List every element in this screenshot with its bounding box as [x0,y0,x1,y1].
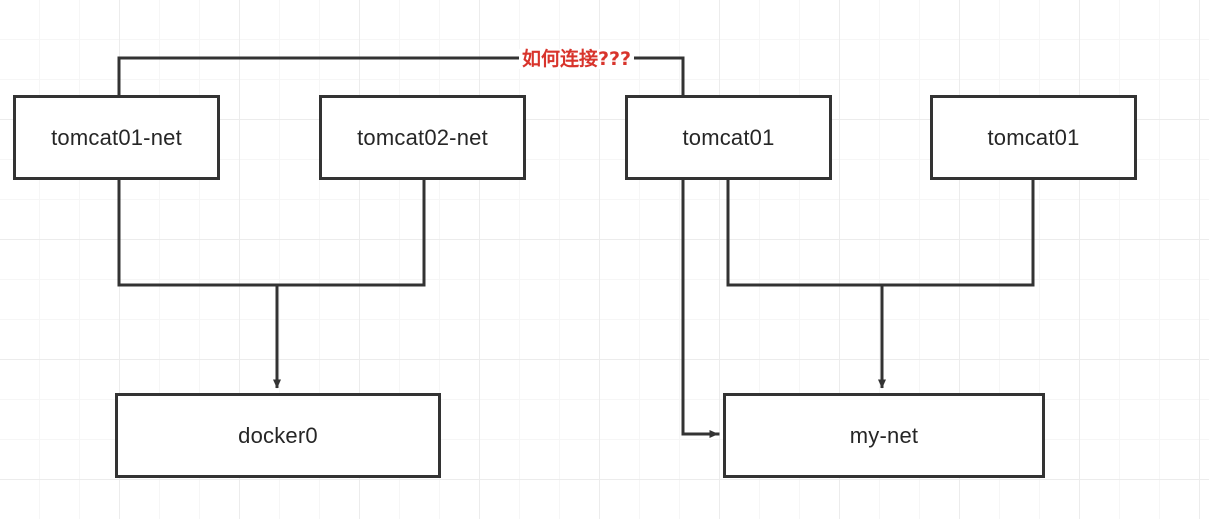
node-label: docker0 [238,422,318,448]
edge-tomcat01a-to-mynet [726,178,884,287]
node-label: my-net [849,422,919,448]
edge-label-how-to-connect: 如何连接??? [519,49,635,69]
node-tomcat01-a[interactable]: tomcat01 [625,95,832,180]
node-tomcat01-net[interactable]: tomcat01-net [13,95,220,180]
node-docker0[interactable]: docker0 [115,393,441,478]
node-tomcat01-b[interactable]: tomcat01 [930,95,1137,180]
node-my-net[interactable]: my-net [723,393,1045,478]
node-label: tomcat01-net [51,124,182,150]
edge-tomcat01net-to-docker0 [117,178,279,287]
edge-tomcat01b-to-mynet [880,178,1035,287]
node-label: tomcat01 [682,124,775,150]
node-label: tomcat01 [987,124,1080,150]
edge-tomcat02net-to-docker0 [275,178,426,287]
edge-tomcat01net-to-mynet [117,56,720,438]
node-tomcat02-net[interactable]: tomcat02-net [319,95,526,180]
node-label: tomcat02-net [357,124,488,150]
